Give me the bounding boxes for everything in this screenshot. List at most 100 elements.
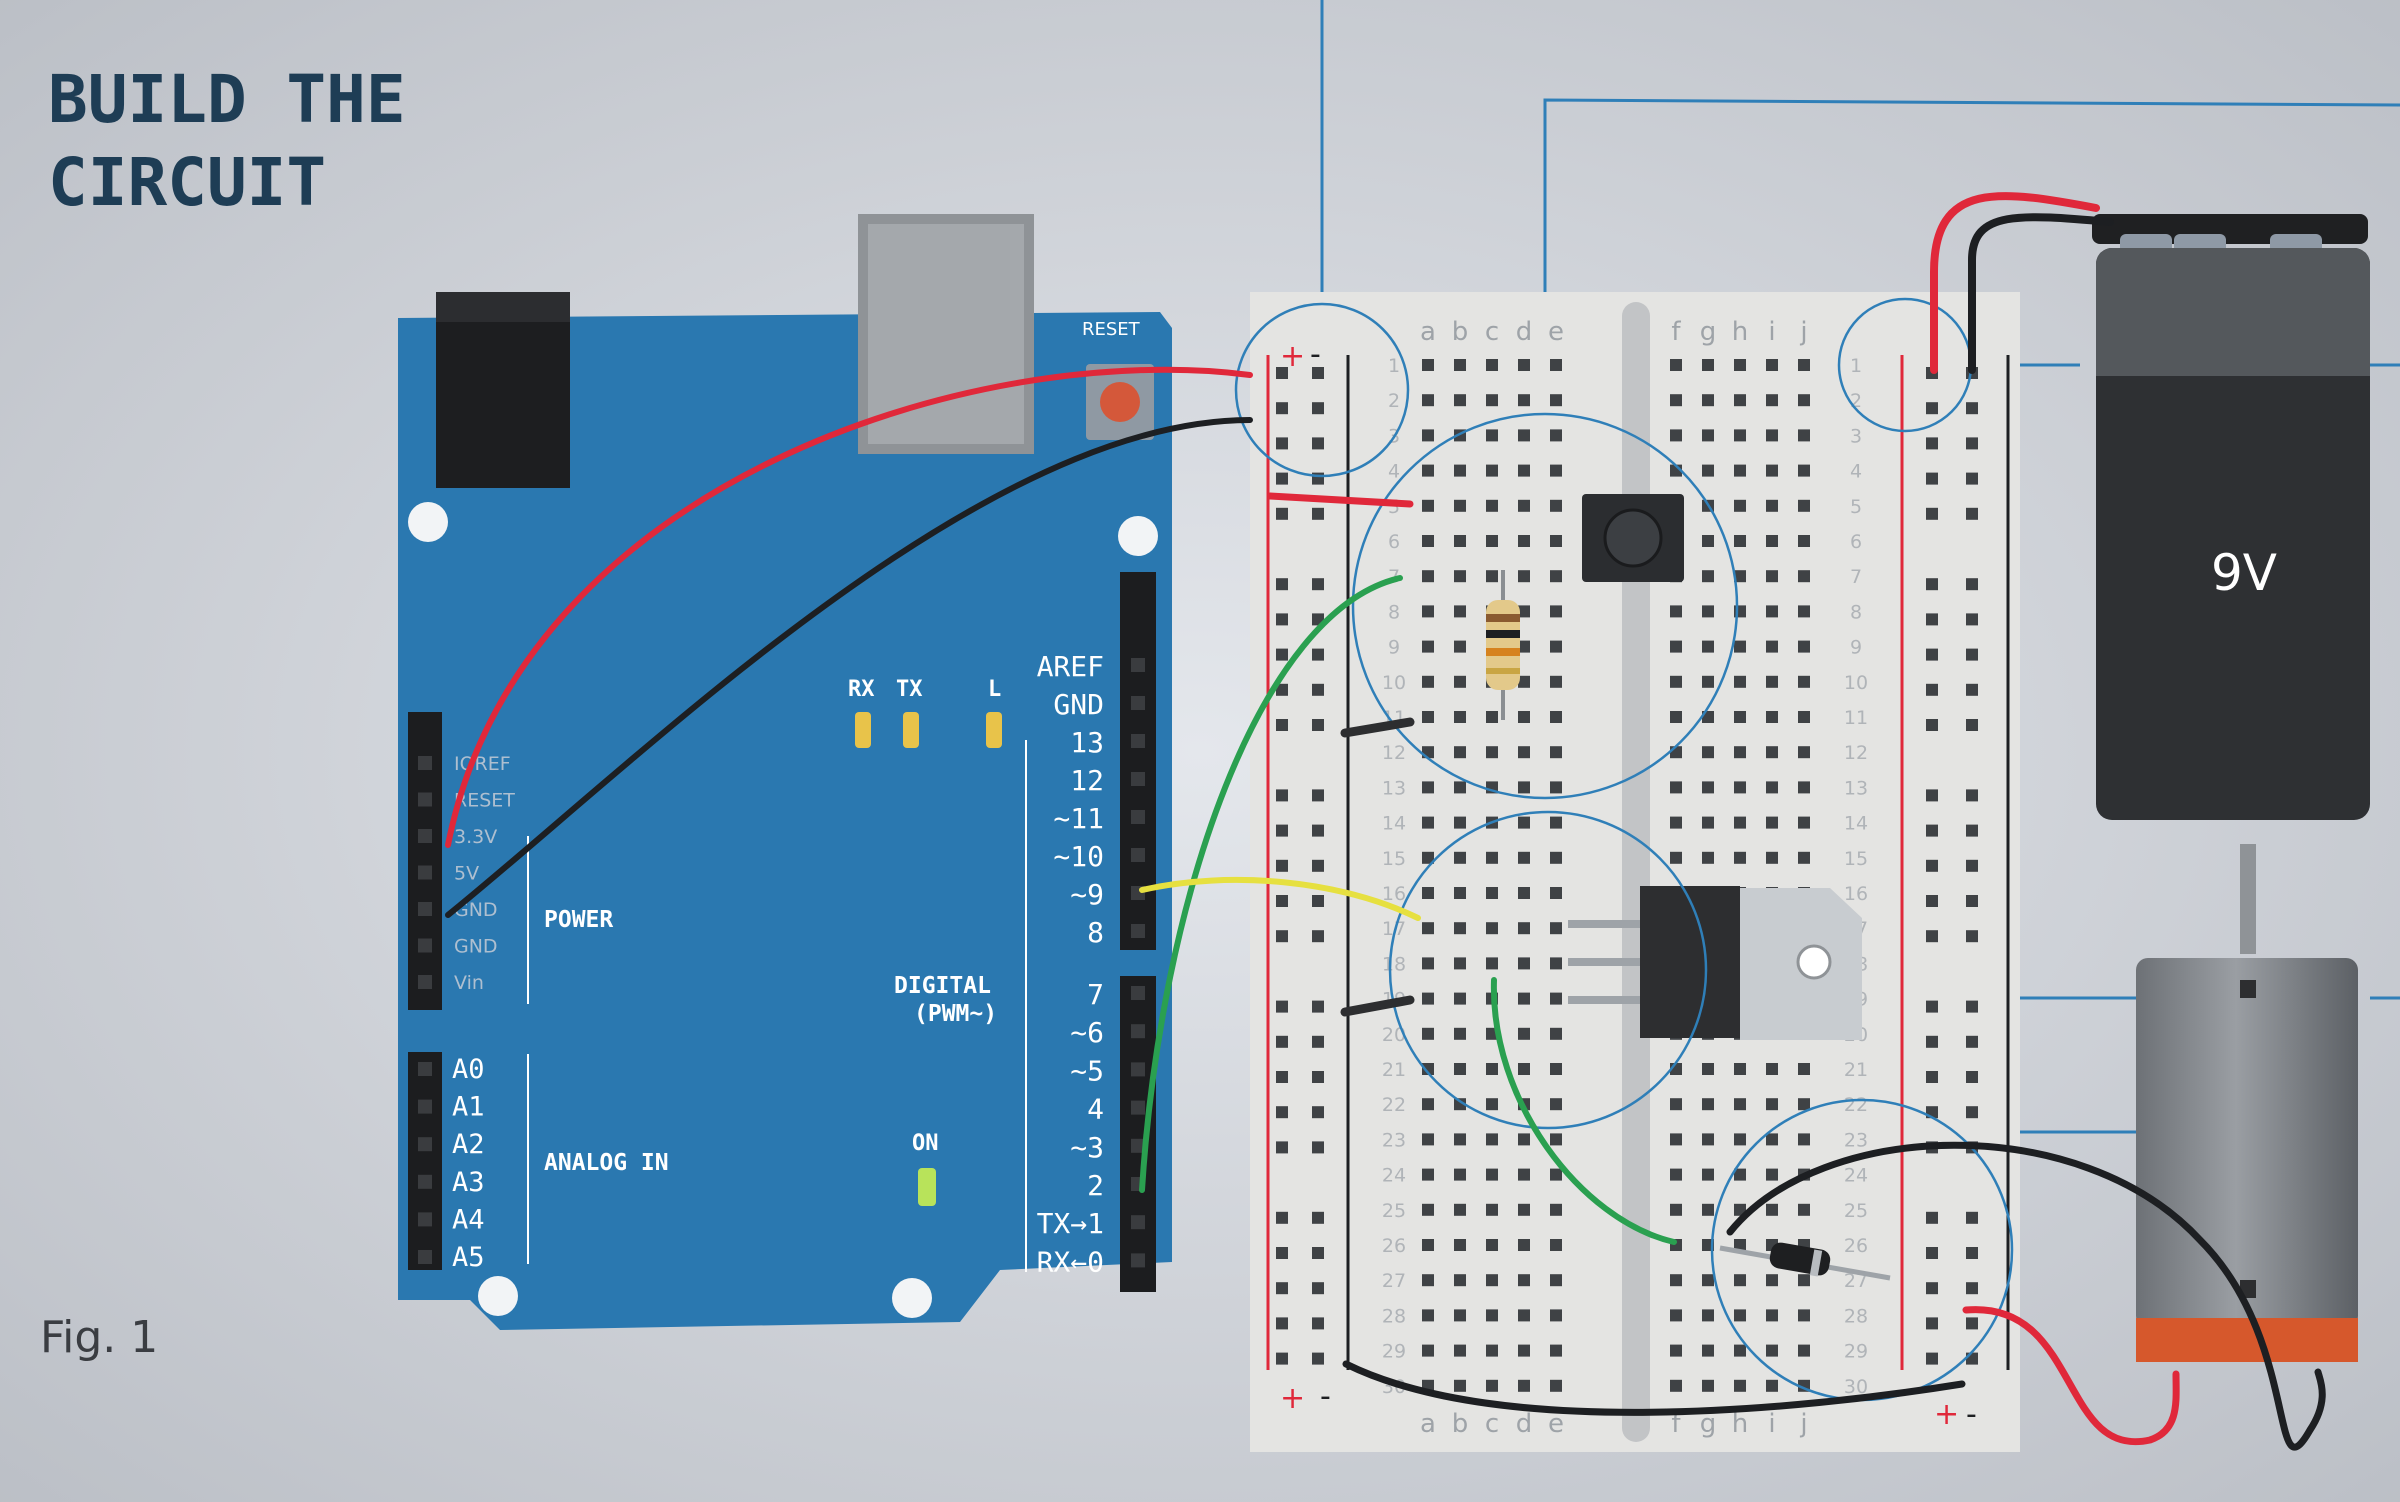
breadboard-hole [1670,1309,1682,1322]
breadboard-hole [1486,570,1498,583]
row-number: 15 [1382,848,1406,870]
rail-hole [1926,1247,1938,1259]
row-number: 3 [1850,425,1862,447]
breadboard-hole [1734,429,1746,442]
breadboard-hole [1454,359,1466,371]
rail-minus-label-bottom: - [1320,1379,1331,1414]
rail-hole [1966,472,1978,485]
analog-pin-label: A4 [452,1204,485,1235]
breadboard-hole [1766,570,1778,583]
breadboard-hole [1518,887,1530,899]
breadboard-hole [1550,1274,1562,1287]
digital-pin-label: TX→1 [1037,1207,1104,1240]
breadboard-hole [1766,746,1778,759]
breadboard-hole [1734,359,1746,371]
breadboard-hole [1518,957,1530,970]
breadboard-hole [1518,359,1530,371]
breadboard-hole [1422,816,1434,829]
column-letter: i [1768,1409,1775,1439]
rail-hole [1312,1282,1324,1295]
breadboard-hole [1518,675,1530,688]
column-letter: c [1485,1409,1499,1439]
analog-pin-label: A5 [452,1242,485,1273]
header-pin [418,792,432,807]
column-letter: h [1732,1409,1748,1439]
breadboard-hole [1766,605,1778,618]
rail-plus-label-right: + [1934,1397,1959,1432]
rail-hole [1276,437,1288,450]
rail-hole [1926,1071,1938,1083]
breadboard-hole [1766,816,1778,829]
header-pin [1131,986,1145,1000]
breadboard-hole [1454,711,1466,723]
breadboard-hole [1518,746,1530,759]
digital-pin-label: 4 [1087,1093,1104,1126]
breadboard-hole [1422,1168,1434,1181]
column-letter: b [1452,317,1469,347]
wire-green-pin2 [1139,575,1403,1193]
header-pin [418,1137,432,1152]
row-number: 18 [1382,953,1406,975]
breadboard-hole [1454,499,1466,512]
rail-hole [1312,1106,1324,1119]
breadboard-hole [1766,1098,1778,1111]
row-number: 30 [1844,1376,1868,1398]
resistor [1486,570,1520,720]
pwm-label: (PWM~) [914,1001,997,1027]
breadboard-hole [1550,1203,1562,1216]
column-letter: d [1516,1409,1533,1439]
row-number: 9 [1388,637,1400,659]
breadboard-hole [1422,640,1434,653]
wire-green-transistor [1490,977,1677,1245]
breadboard-hole [1702,1203,1714,1216]
breadboard-hole [1422,1344,1434,1357]
breadboard-hole [1518,1344,1530,1357]
breadboard-hole [1702,1098,1714,1111]
breadboard-hole [1702,1274,1714,1287]
breadboard-hole [1798,605,1810,618]
breadboard-hole [1734,1133,1746,1146]
breadboard-hole [1486,1063,1498,1075]
breadboard-hole [1734,816,1746,829]
rail-hole [1966,1352,1978,1365]
breadboard-hole [1550,1063,1562,1075]
breadboard-hole [1486,1344,1498,1357]
breadboard-hole [1550,1379,1562,1392]
column-letter: g [1700,317,1717,347]
rail-hole [1926,789,1938,802]
heading-line-2: CIRCUIT [48,144,326,221]
rail-hole [1276,613,1288,626]
rail-hole [1926,824,1938,837]
breadboard-hole [1454,1063,1466,1075]
breadboard-hole [1518,1274,1530,1287]
breadboard-hole [1702,816,1714,829]
rail-hole [1966,789,1978,802]
breadboard-hole [1702,394,1714,407]
breadboard-hole [1766,394,1778,407]
digital-pin-label: 7 [1087,978,1104,1011]
led-tx [903,712,919,748]
breadboard-hole [1454,605,1466,618]
wire-black-ground-rail [1342,1360,1966,1416]
rail-hole [1966,895,1978,907]
header-pin [1131,658,1145,672]
breadboard-hole [1798,781,1810,794]
breadboard-hole [1766,535,1778,547]
center-channel [1622,302,1650,1442]
rail-hole [1966,578,1978,591]
rail-plus-label: + [1280,339,1305,374]
breadboard-hole [1798,1203,1810,1216]
row-number: 15 [1844,848,1868,870]
breadboard-hole [1766,1133,1778,1146]
digital-pin-label: 2 [1087,1169,1104,1202]
breadboard-hole [1798,1274,1810,1287]
rail-hole [1926,683,1938,696]
digital-pin-label: ~10 [1053,840,1104,873]
power-label: POWER [544,907,613,933]
breadboard-hole [1798,535,1810,547]
breadboard-hole [1422,570,1434,583]
header-pin [418,829,432,843]
breadboard-hole [1734,851,1746,864]
digital-pin-label: ~9 [1070,878,1104,911]
rail-hole [1966,613,1978,626]
